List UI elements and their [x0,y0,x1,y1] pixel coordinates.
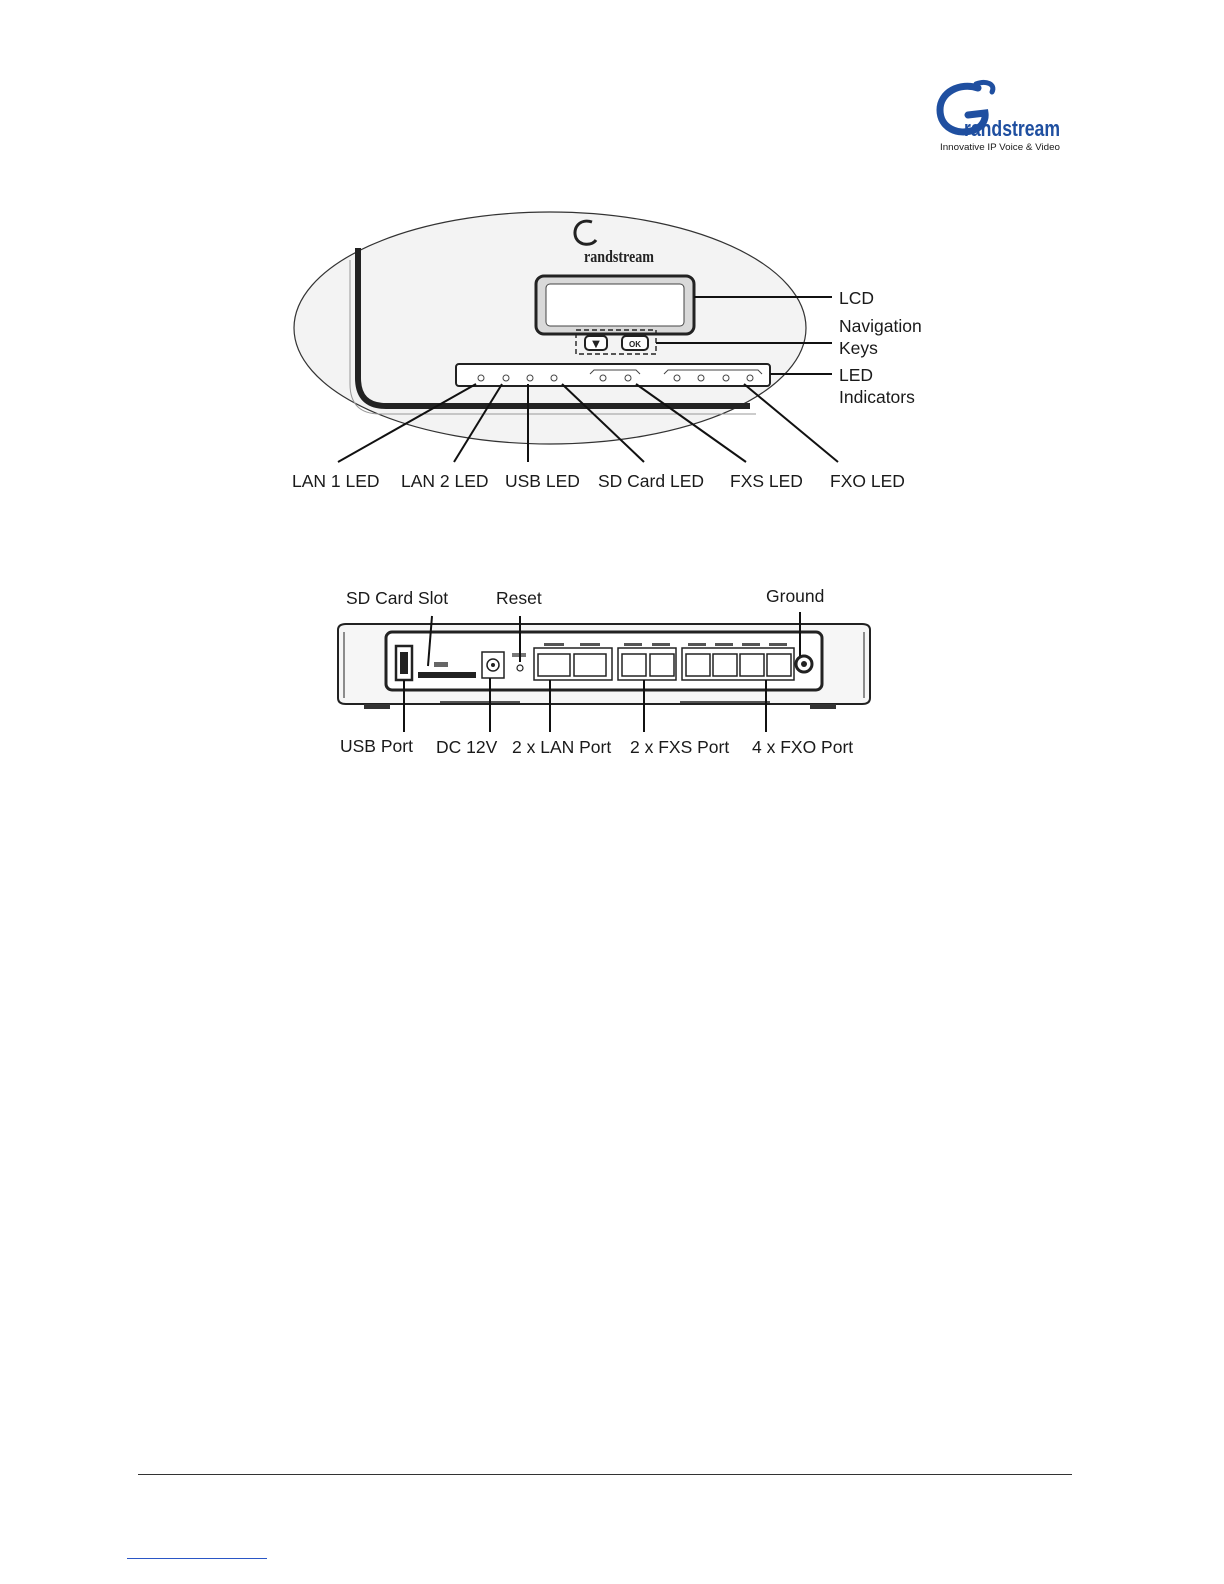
led-indicators-label-line2: Indicators [839,389,915,407]
lan1-led-label: LAN 1 LED [292,473,380,491]
lcd-label: LCD [839,290,874,308]
dc-12v-label: DC 12V [436,739,497,757]
navigation-keys-label-line2: Keys [839,340,878,358]
back-panel-diagram: SD Card Slot Reset Ground USB Port DC 12… [330,580,890,760]
reset-label: Reset [496,590,542,608]
logo-tagline: Innovative IP Voice & Video [940,142,1060,153]
lan2-led-label: LAN 2 LED [401,473,489,491]
svg-text:OK: OK [629,340,641,349]
sd-card-led-label: SD Card LED [598,473,704,491]
ground-label: Ground [766,588,824,606]
reset-button [517,665,523,671]
usb-led-label: USB LED [505,473,580,491]
lan-port-label: 2 x LAN Port [512,739,611,757]
svg-text:▼: ▼ [592,339,600,350]
footer-link-underline[interactable] [127,1558,267,1559]
device-brand: randstream [584,247,654,266]
usb-port-label: USB Port [340,738,413,756]
sd-card-slot [418,672,476,678]
navigation-keys-label-line1: Navigation [839,318,922,336]
sd-card-slot-label: SD Card Slot [346,590,448,608]
logo-wordmark: randstream [964,116,1060,141]
grandstream-logo: randstream Innovative IP Voice & Video [930,78,1070,154]
footer-divider [138,1474,1072,1475]
fxo-port-label: 4 x FXO Port [752,739,853,757]
front-panel-diagram: randstream ▼ OK [280,200,940,500]
fxs-port-label: 2 x FXS Port [630,739,729,757]
led-strip [456,364,770,386]
fxo-led-label: FXO LED [830,473,905,491]
led-indicators-label-line1: LED [839,367,873,385]
fxs-led-label: FXS LED [730,473,803,491]
